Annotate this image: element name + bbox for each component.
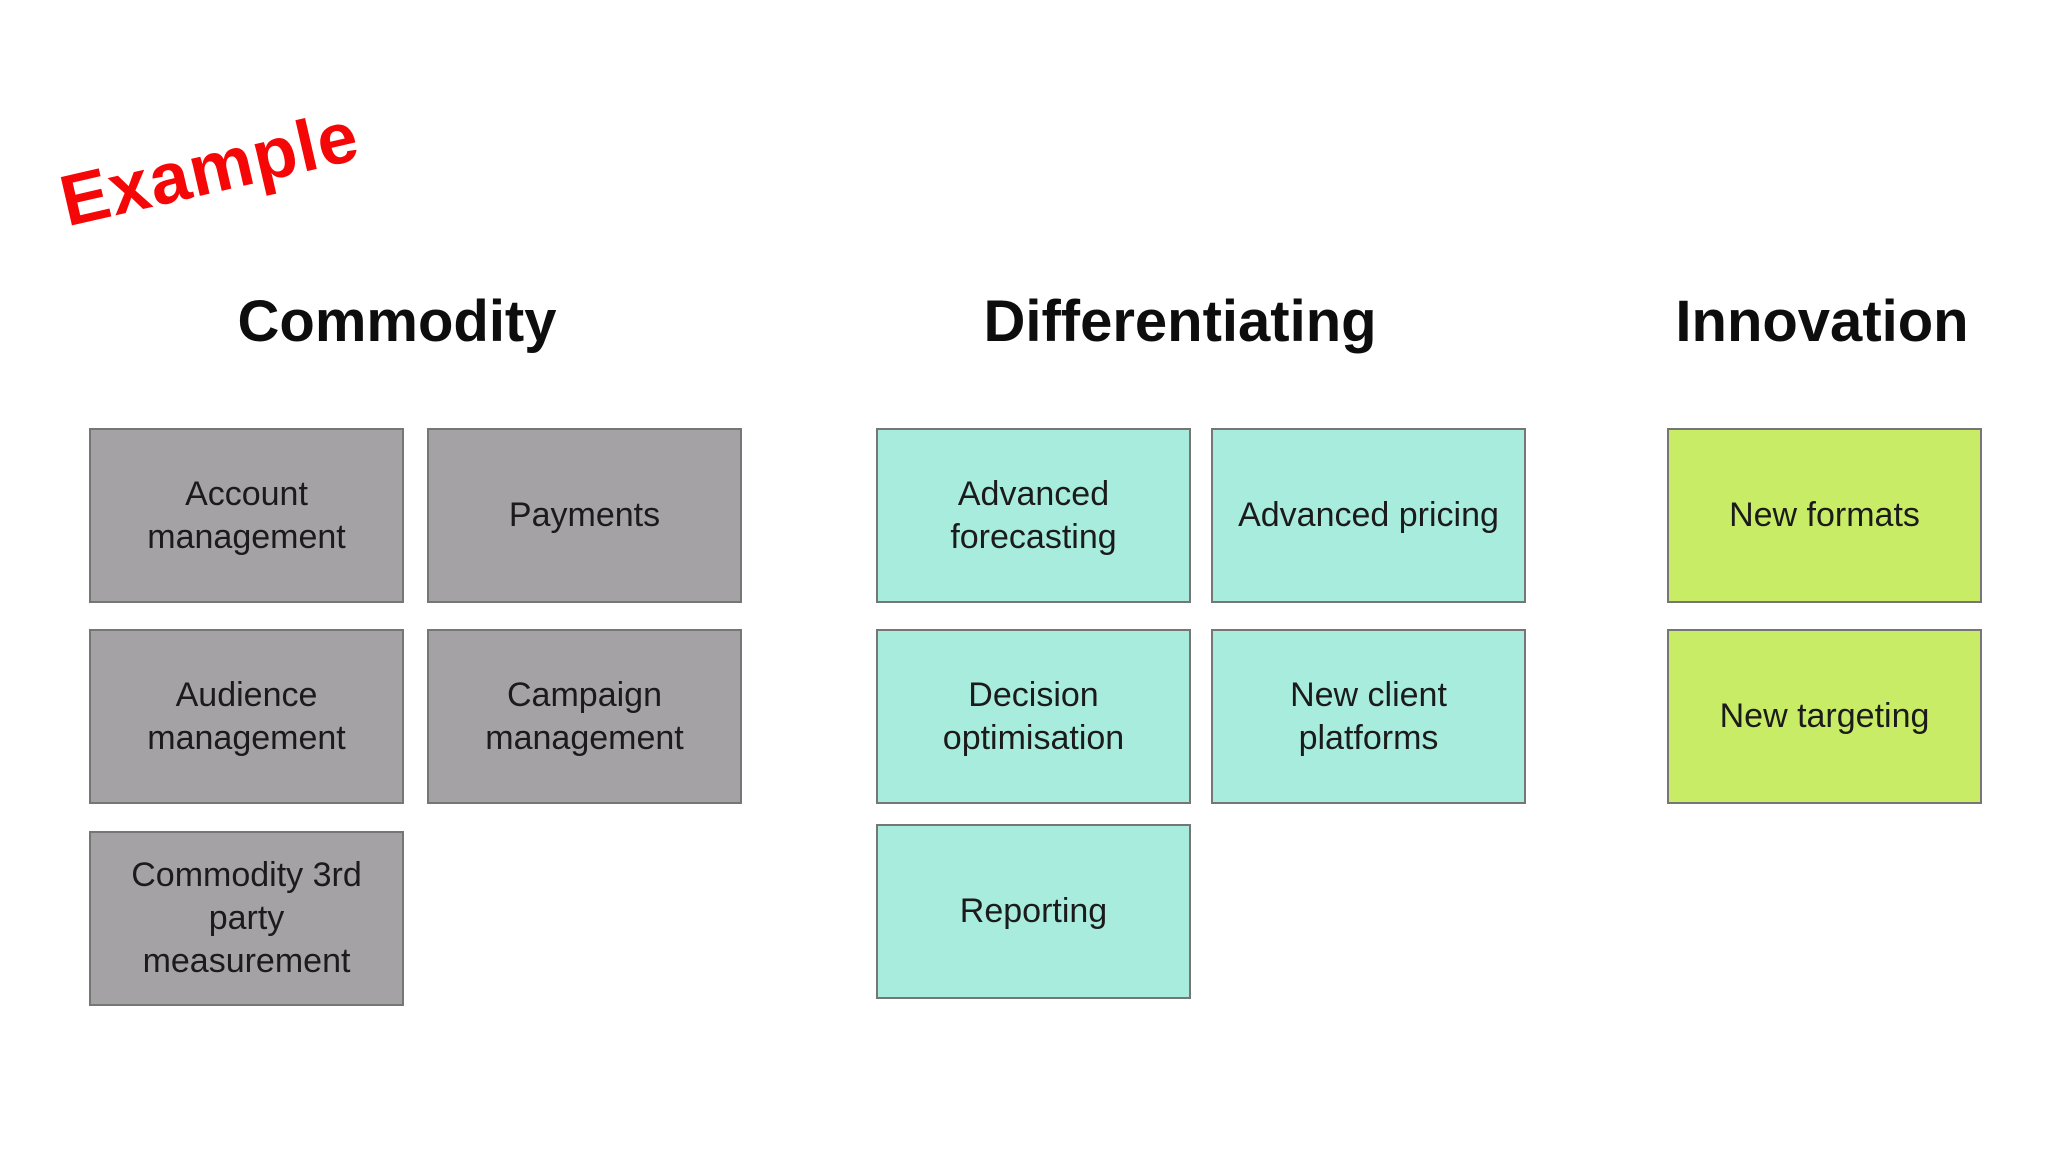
box-label: New targeting xyxy=(1719,697,1930,736)
box-commodity-3rd-party-measurement: Commodity 3rd party measurement xyxy=(89,831,404,1006)
box-campaign-management: Campaign management xyxy=(427,629,742,804)
box-new-client-platforms: New client platforms xyxy=(1211,629,1526,804)
box-label: New client platforms xyxy=(1290,675,1447,757)
column-title-commodity: Commodity xyxy=(237,289,557,354)
box-label: New formats xyxy=(1729,496,1920,535)
box-label: Payments xyxy=(508,496,661,535)
box-reporting: Reporting xyxy=(876,824,1191,999)
box-label: Advanced pricing xyxy=(1238,496,1499,535)
box-label: Account management xyxy=(147,474,346,556)
box-audience-management: Audience management xyxy=(89,629,404,804)
box-label: Reporting xyxy=(959,892,1108,931)
column-title-differentiating: Differentiating xyxy=(983,289,1377,354)
box-label: Advanced forecasting xyxy=(950,474,1117,556)
box-decision-optimisation: Decision optimisation xyxy=(876,629,1191,804)
box-label: Audience management xyxy=(147,675,346,757)
box-payments: Payments xyxy=(427,428,742,603)
box-advanced-forecasting: Advanced forecasting xyxy=(876,428,1191,603)
box-label: Campaign management xyxy=(485,675,684,757)
box-new-targeting: New targeting xyxy=(1667,629,1982,804)
box-account-management: Account management xyxy=(89,428,404,603)
box-new-formats: New formats xyxy=(1667,428,1982,603)
box-label: Commodity 3rd party measurement xyxy=(131,856,362,980)
example-watermark: Example xyxy=(52,95,367,243)
box-advanced-pricing: Advanced pricing xyxy=(1211,428,1526,603)
box-label: Decision optimisation xyxy=(942,675,1125,757)
column-title-innovation: Innovation xyxy=(1675,289,1969,354)
